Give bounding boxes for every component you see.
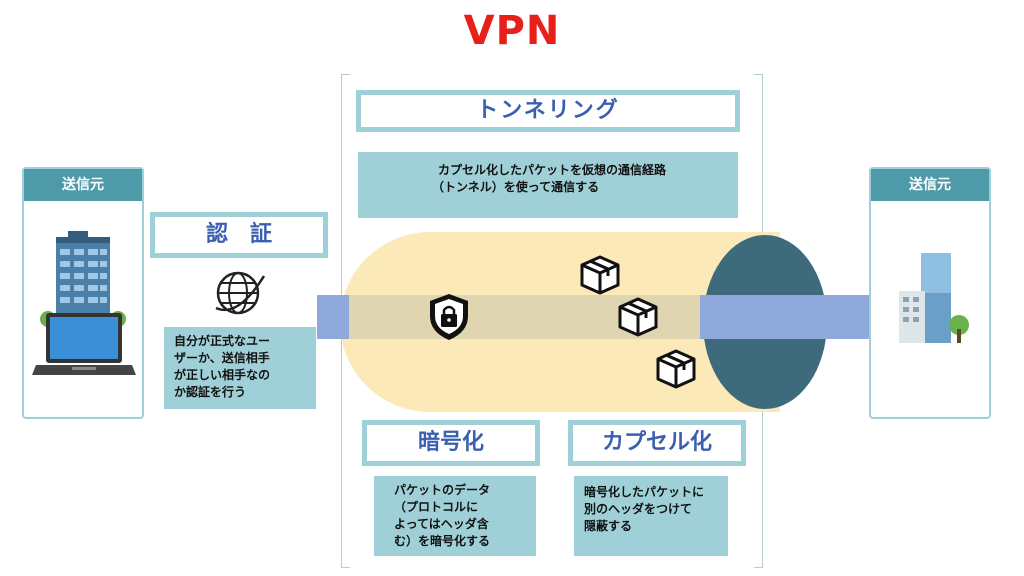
auth-description: 自分が正式なユー ザーか、送信相手 が正しい相手なの か認証を行う: [164, 327, 316, 409]
package-icon: [580, 255, 620, 295]
auth-desc-line: 自分が正式なユー: [174, 334, 271, 348]
auth-label: 認 証: [150, 212, 328, 258]
left-sender-card: 送信元: [22, 167, 144, 419]
tunneling-desc-line: （トンネル）を使って通信する: [432, 180, 600, 194]
right-sender-header: 送信元: [871, 169, 989, 201]
encapsulation-desc-line: 別のヘッダをつけて: [584, 502, 693, 516]
encryption-desc-line: む）を暗号化する: [394, 534, 491, 548]
shield-lock-icon: [430, 294, 468, 340]
encapsulation-label: カプセル化: [568, 420, 746, 466]
tunneling-description: カプセル化したパケットを仮想の通信経路 （トンネル）を使って通信する: [358, 152, 738, 218]
encapsulation-desc-line: 暗号化したパケットに: [584, 485, 705, 499]
tunneling-label: トンネリング: [356, 90, 740, 132]
encapsulation-desc-line: 隠蔽する: [584, 519, 633, 533]
encryption-label: 暗号化: [362, 420, 540, 466]
page-title: VPN: [463, 8, 561, 54]
encryption-desc-line: パケットのデータ: [394, 483, 491, 497]
tunneling-desc-line: カプセル化したパケットを仮想の通信経路: [438, 163, 667, 177]
encryption-desc-line: （プロトコルに: [394, 500, 479, 514]
encapsulation-description: 暗号化したパケットに 別のヘッダをつけて 隠蔽する: [574, 476, 728, 556]
office-building-icon: [899, 253, 969, 343]
right-sender-card: 送信元: [869, 167, 991, 419]
auth-desc-line: が正しい相手なの: [174, 368, 271, 382]
package-icon: [656, 349, 696, 389]
left-sender-header: 送信元: [24, 169, 142, 201]
package-icon: [618, 297, 658, 337]
auth-desc-line: か認証を行う: [174, 385, 247, 399]
globe-icon: [215, 271, 266, 315]
laptop-icon: [32, 313, 136, 375]
encryption-description: パケットのデータ （プロトコルに よってはヘッダ含 む）を暗号化する: [374, 476, 536, 556]
auth-desc-line: ザーか、送信相手: [174, 351, 270, 365]
encryption-desc-line: よってはヘッダ含: [394, 517, 489, 531]
